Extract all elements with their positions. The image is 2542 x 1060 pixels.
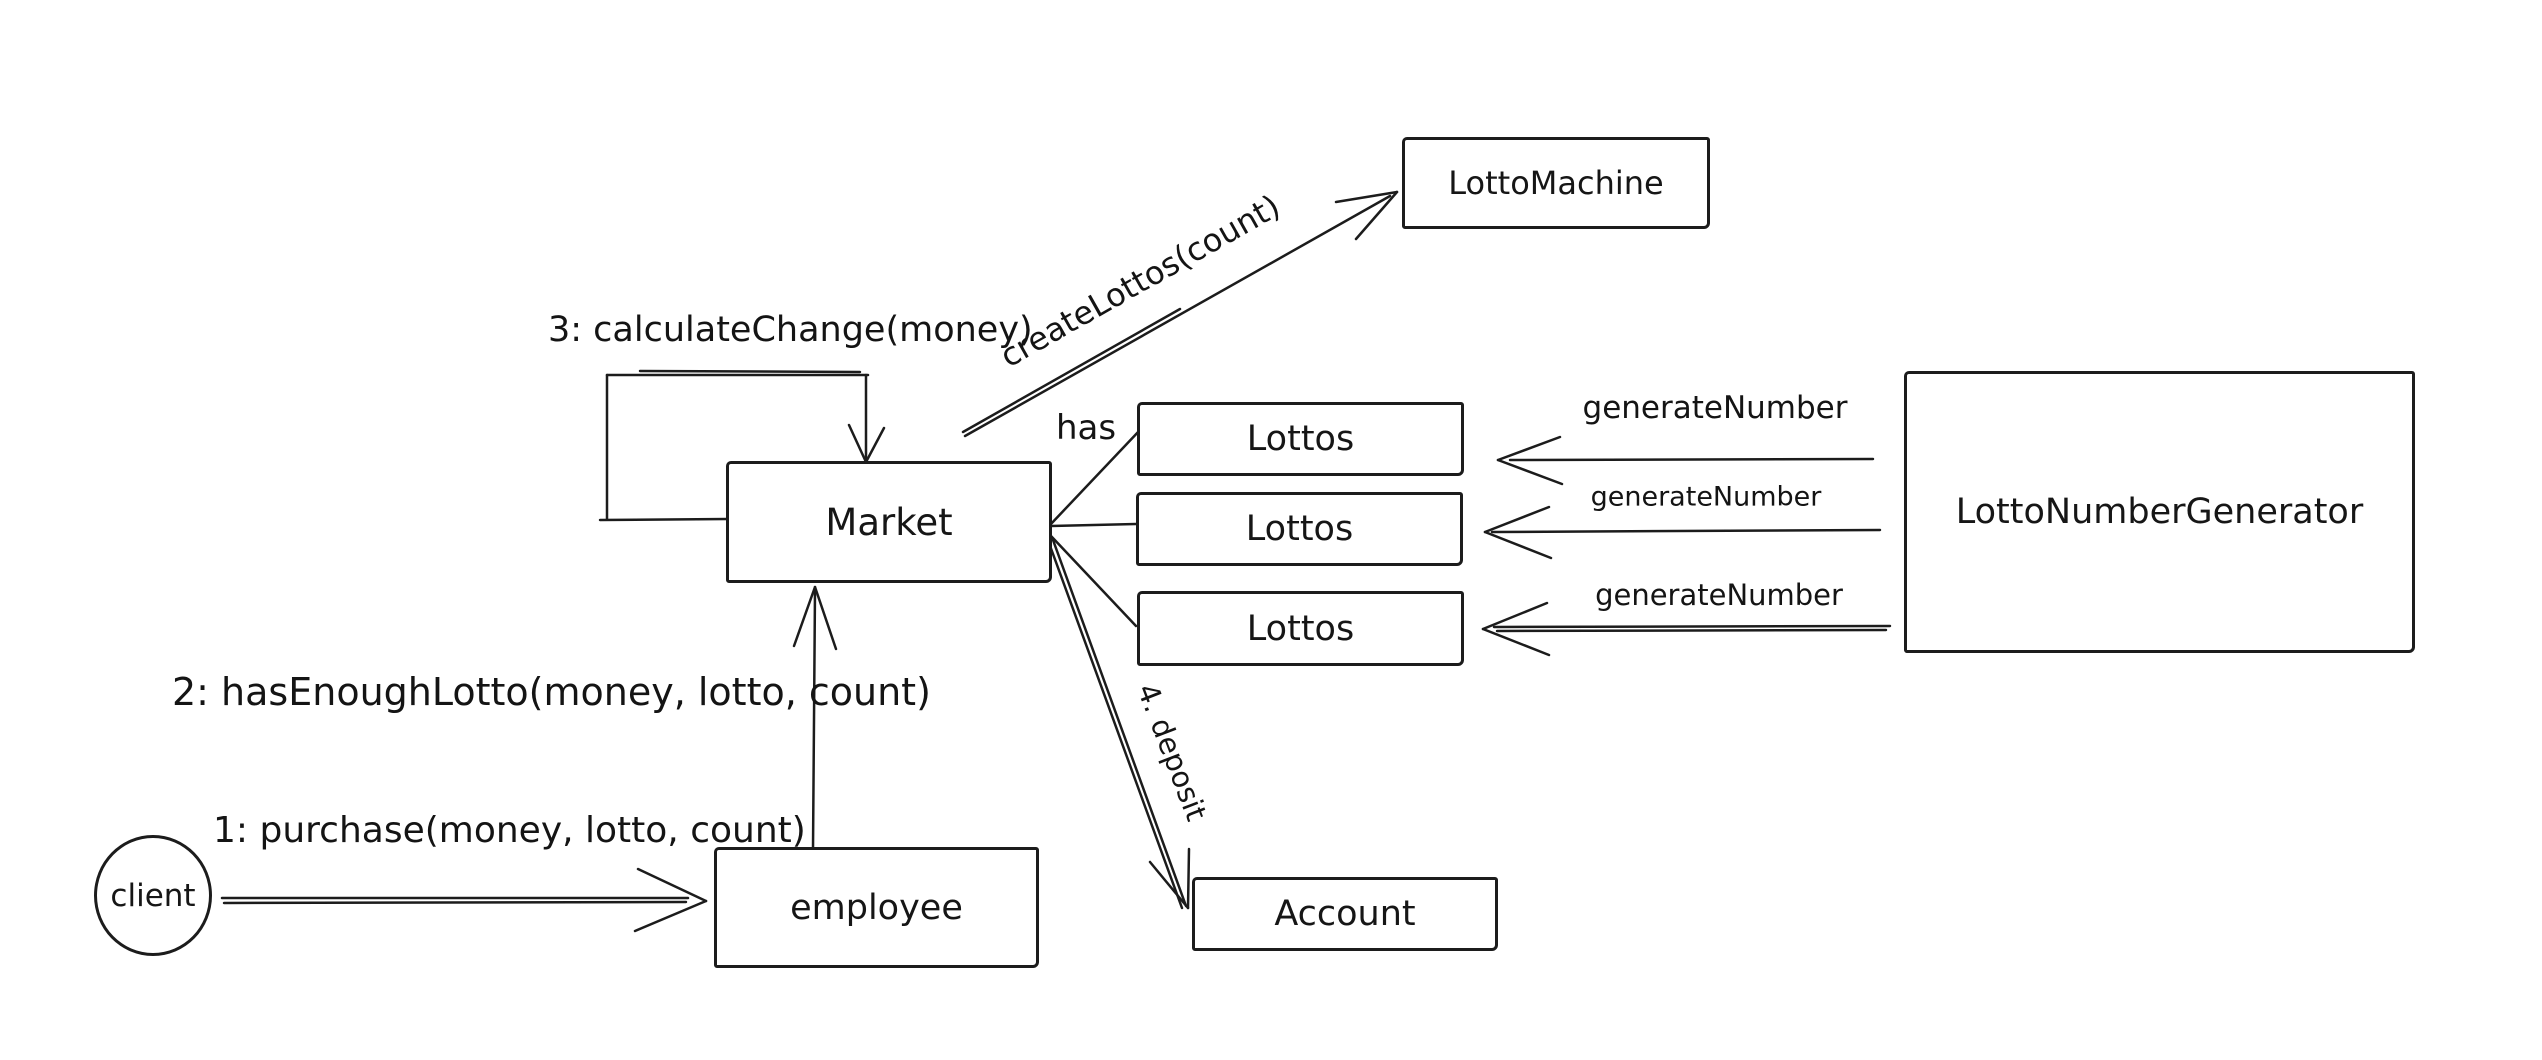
edge-label-purchase: 1: purchase(money, lotto, count) <box>213 810 806 851</box>
node-market-label: Market <box>825 500 953 544</box>
node-account: Account <box>1192 877 1498 951</box>
node-lottos-2-label: Lottos <box>1245 509 1354 549</box>
edge-label-generate-number-2: generateNumber <box>1590 481 1822 513</box>
node-employee-label: employee <box>790 887 963 928</box>
edge-label-calculate-change: 3: calculateChange(money) <box>548 310 1033 350</box>
node-lottos-2: Lottos <box>1136 492 1463 566</box>
node-lottos-1: Lottos <box>1137 402 1464 476</box>
edge-generate-number-arrow-1 <box>1496 435 1875 486</box>
node-account-label: Account <box>1274 894 1416 934</box>
edge-label-has: has <box>1056 408 1117 448</box>
node-lottos-3-label: Lottos <box>1246 608 1355 649</box>
node-client: client <box>94 835 212 956</box>
node-lotto-number-generator: LottoNumberGenerator <box>1904 371 2415 653</box>
edge-label-has-enough-lotto: 2: hasEnoughLotto(money, lotto, count) <box>172 670 931 714</box>
edge-label-generate-number-3: generateNumber <box>1595 578 1843 612</box>
edge-label-create-lottos: createLottos(count) <box>993 186 1287 376</box>
node-market: Market <box>726 461 1052 583</box>
edge-has-lines <box>1048 428 1142 628</box>
node-lotto-machine-label: LottoMachine <box>1448 164 1664 202</box>
node-lottos-3: Lottos <box>1137 591 1464 666</box>
edge-purchase-arrow <box>220 867 708 933</box>
edge-label-generate-number-1: generateNumber <box>1582 390 1848 426</box>
node-client-label: client <box>110 877 196 914</box>
node-lottos-1-label: Lottos <box>1246 419 1355 459</box>
node-employee: employee <box>714 847 1039 968</box>
node-lotto-number-generator-label: LottoNumberGenerator <box>1955 492 2364 532</box>
edge-generate-number-arrow-2 <box>1483 505 1882 560</box>
node-lotto-machine: LottoMachine <box>1402 137 1710 229</box>
edge-label-deposit: 4. deposit <box>1130 678 1214 826</box>
